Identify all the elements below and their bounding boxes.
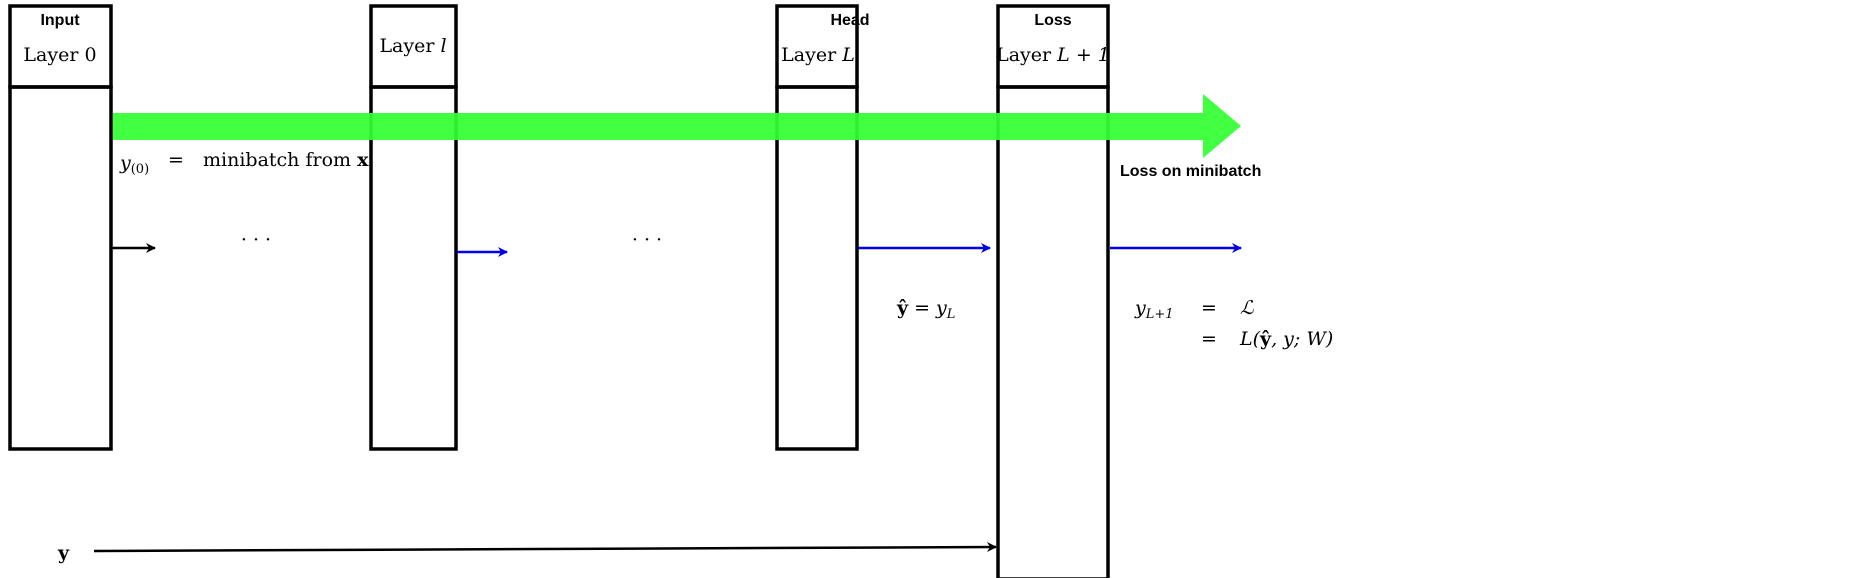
layer-0-header: Input xyxy=(40,12,80,29)
svg-text:y(0): y(0) xyxy=(119,152,149,177)
svg-text:ℒ: ℒ xyxy=(1240,297,1255,319)
layer-loss-header: Loss xyxy=(1034,12,1071,29)
input-equation: y(0) = minibatch from x xyxy=(119,149,369,177)
layer-0-box xyxy=(8,4,113,451)
layer-loss-title: Layer L + 1 xyxy=(996,44,1110,66)
svg-text:minibatch from x: minibatch from x xyxy=(203,149,369,171)
loss-equation: yL+1 = ℒ = L(ŷ, y; W) xyxy=(1134,297,1333,350)
svg-text:yL+1: yL+1 xyxy=(1134,297,1174,322)
layer-loss-box xyxy=(996,4,1110,578)
svg-text:=: = xyxy=(1201,297,1217,319)
layer-L-header: Head xyxy=(830,12,869,29)
target-arrow xyxy=(93,542,997,553)
svg-text:=: = xyxy=(168,149,184,171)
target-y-label: y xyxy=(57,542,70,564)
loss-on-minibatch-label: Loss on minibatch xyxy=(1120,163,1261,180)
layer-l-box xyxy=(369,4,458,451)
svg-text:=: = xyxy=(1201,328,1217,350)
forward-pass-band xyxy=(113,94,1241,158)
ellipsis-2: · · · xyxy=(632,229,662,251)
layer-L-title: Layer L xyxy=(781,44,855,66)
yhat-equation: ŷ = yL xyxy=(896,297,955,322)
svg-text:L(ŷ, y; W): L(ŷ, y; W) xyxy=(1239,328,1333,350)
layer-l-title: Layer l xyxy=(379,35,446,57)
layer-0-title: Layer 0 xyxy=(23,44,96,66)
ellipsis-1: · · · xyxy=(241,229,271,251)
layer-L-box xyxy=(775,4,859,451)
